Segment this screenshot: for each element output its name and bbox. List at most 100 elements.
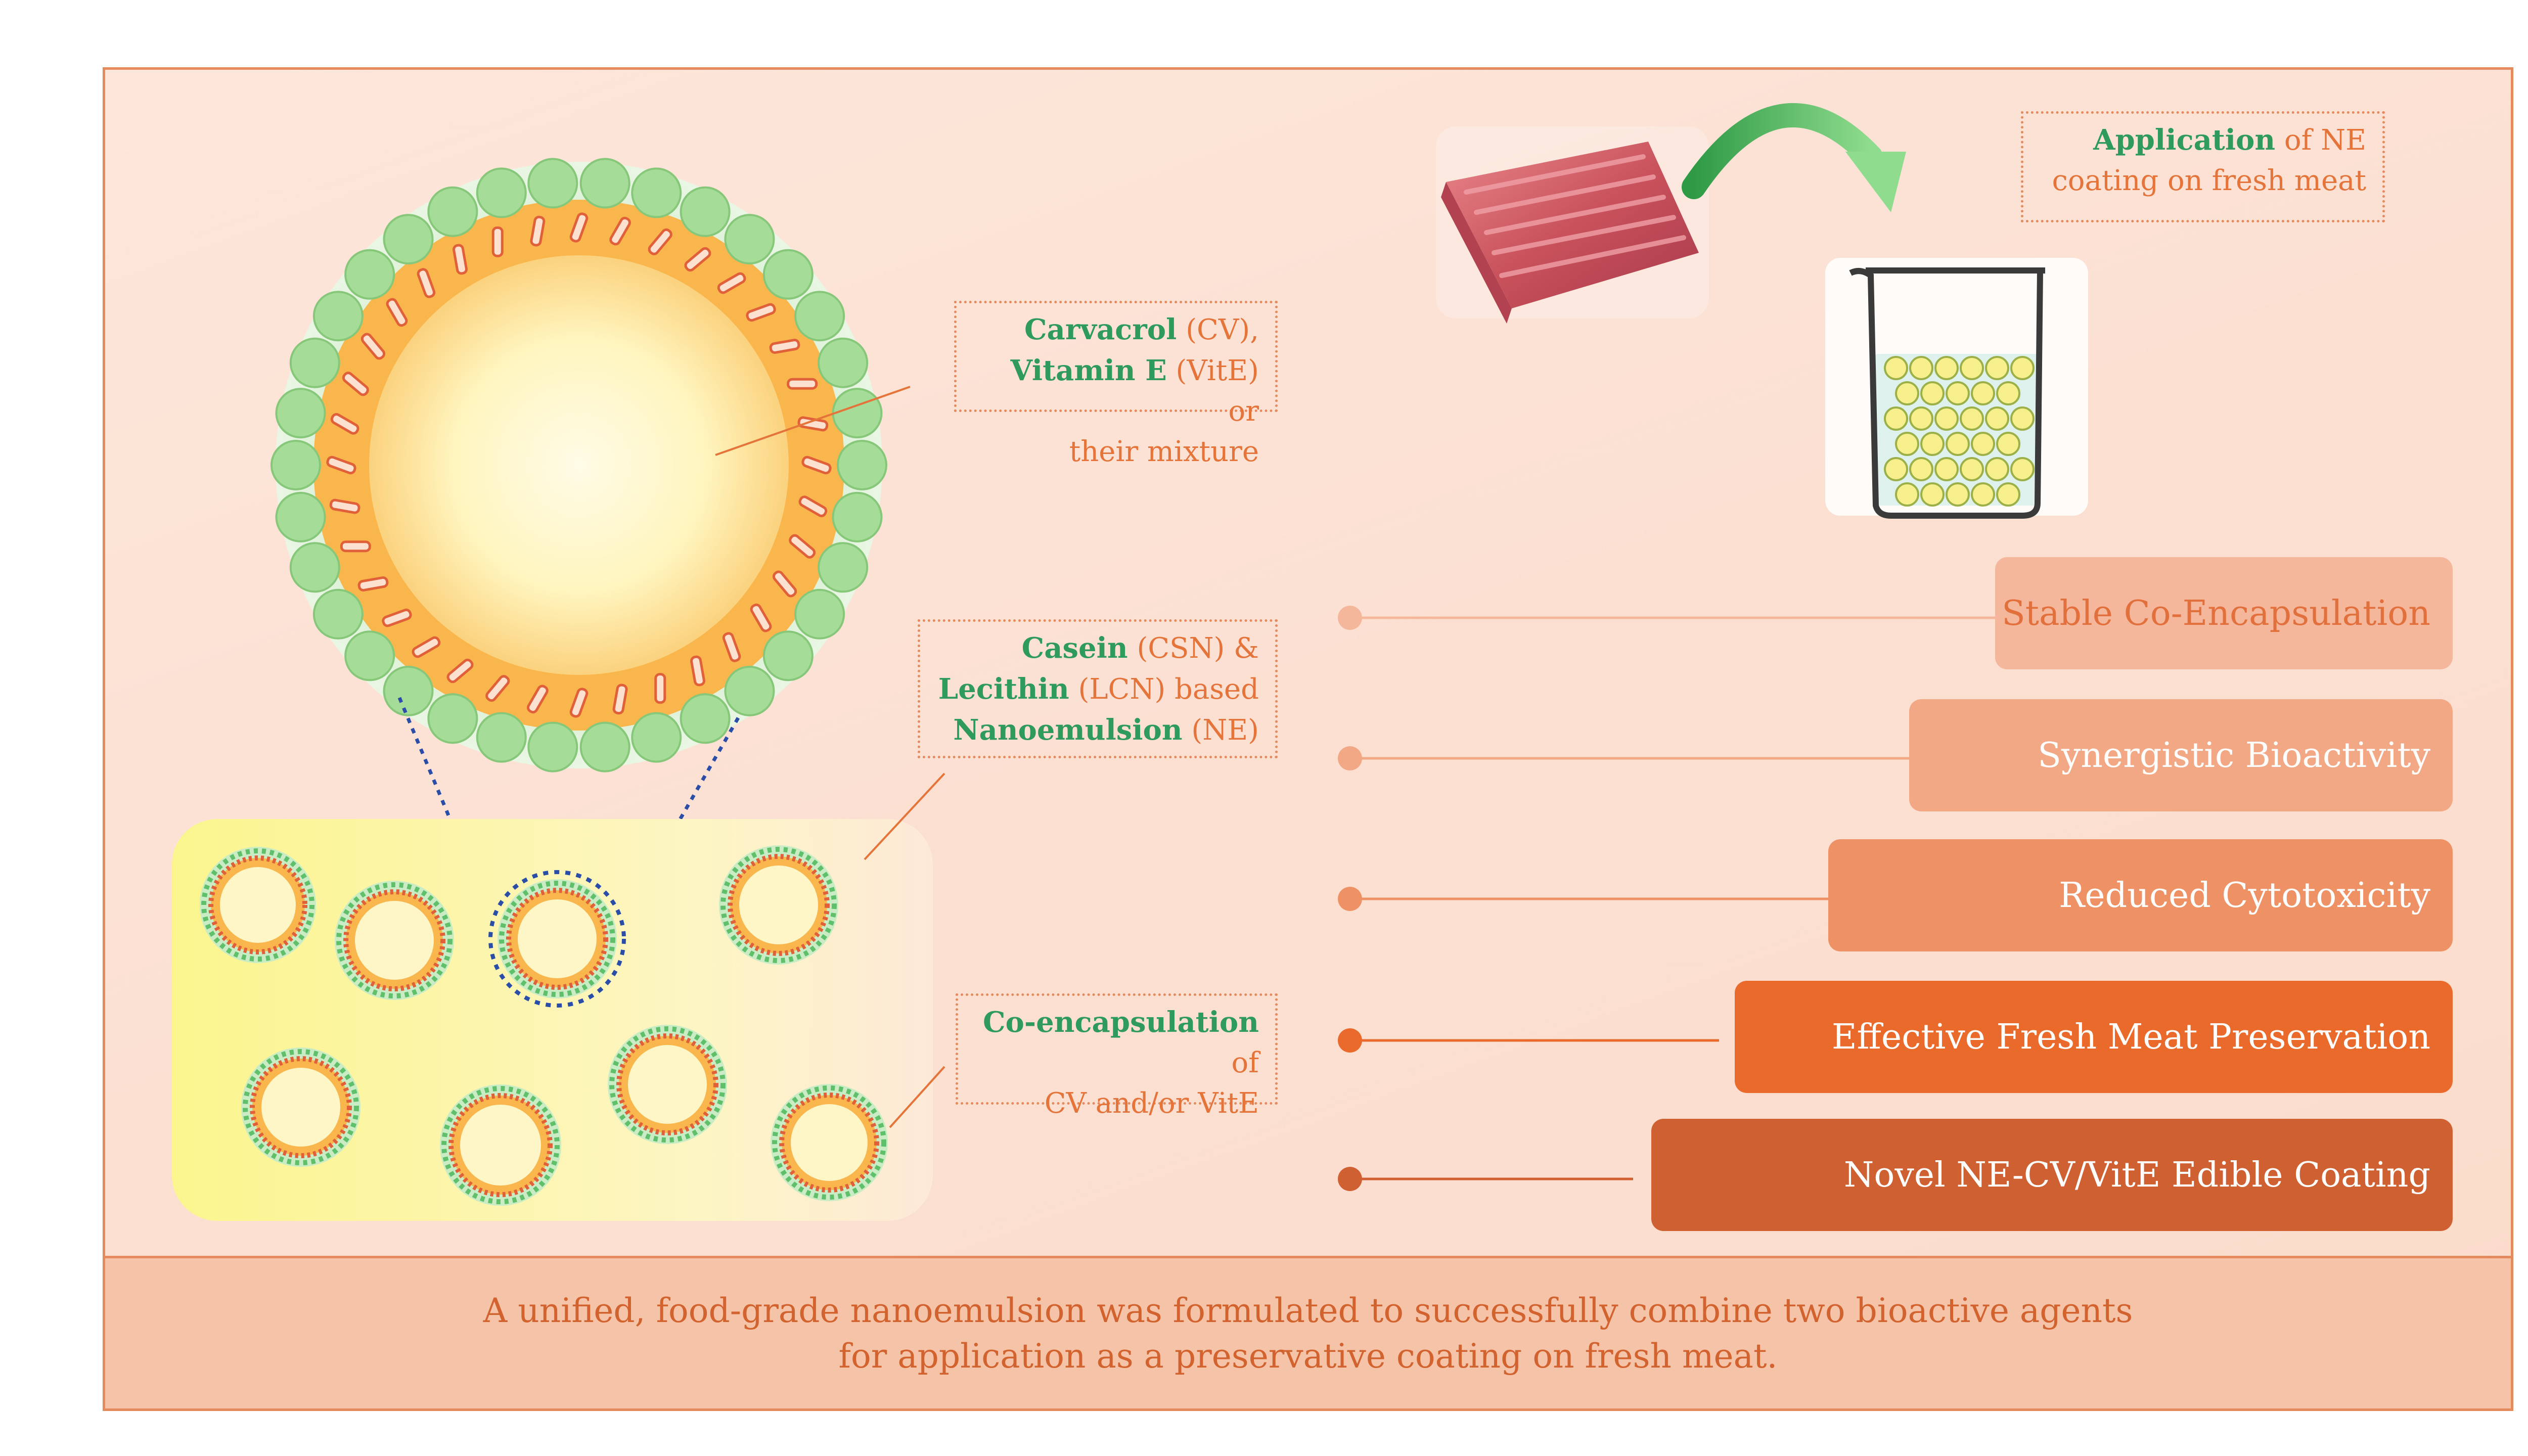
nanoemulsion-droplet: [771, 1084, 888, 1201]
lipid-tail: [789, 534, 816, 559]
lipid-tail: [772, 570, 797, 598]
lipid-tail: [797, 416, 829, 432]
hydrophilic-head: [527, 158, 578, 209]
lipid-tail: [453, 244, 468, 275]
lipid-tail: [412, 636, 441, 658]
lipid-tail: [485, 675, 510, 702]
lipid-tail: [527, 685, 549, 714]
lipid-tail: [684, 247, 711, 272]
leader-shell: [864, 772, 945, 860]
lipid-tail: [386, 298, 408, 327]
lipid-tail: [491, 226, 504, 257]
nanoemulsion-droplet: [335, 881, 454, 1000]
lipid-tail: [690, 655, 705, 687]
hydrophilic-head: [818, 542, 869, 593]
nanoemulsion-droplet: [498, 879, 617, 998]
nanoemulsion-droplet: [608, 1025, 727, 1144]
lipid-tail: [382, 608, 412, 627]
hydrophilic-head: [289, 542, 340, 593]
droplet-group: [200, 845, 888, 1206]
hydrophilic-head: [275, 388, 326, 439]
outcome-label: Reduced Cytotoxicity: [2059, 875, 2430, 916]
lipid-tail: [654, 673, 666, 704]
hydrophilic-head: [312, 588, 364, 640]
lipid-tail: [569, 688, 589, 718]
lipid-tail: [717, 272, 746, 294]
outcome-connector-dot: [1338, 887, 1362, 911]
hydrophilic-head: [427, 186, 478, 237]
lipid-tail: [342, 372, 369, 396]
fresh-meat-image: [1436, 126, 1709, 324]
hydrophilic-head: [579, 721, 630, 772]
outcome-connector-dot: [1338, 1028, 1362, 1053]
hydrophilic-head: [383, 214, 434, 265]
outcome-connectors: [1338, 606, 2005, 1191]
hydrophilic-head: [344, 249, 395, 300]
shell-annotation: Casein (CSN) & Lecithin (LCN) based Nano…: [918, 619, 1278, 758]
hydrophilic-head: [837, 440, 887, 490]
hydrophilic-head: [344, 630, 395, 681]
hydrophilic-head: [832, 491, 883, 542]
hydrophilic-head: [476, 167, 527, 218]
zoom-circle: [488, 870, 626, 1008]
lipid-tail: [530, 215, 546, 247]
lipid-tail: [612, 684, 628, 715]
lipid-tail: [769, 339, 800, 354]
hydrophilic-head: [724, 214, 775, 265]
process-arrow-icon: [1682, 103, 1906, 212]
outcome-connector-dot: [1338, 606, 1362, 630]
hydrophilic-head: [383, 665, 434, 716]
outcome-label: Effective Fresh Meat Preservation: [1831, 1017, 2430, 1057]
outcome-bar-coating: Novel NE-CV/VitE Edible Coating: [1651, 1119, 2453, 1231]
lipid-tail: [417, 268, 436, 298]
leader-core: [715, 386, 911, 456]
lipid-tail: [360, 333, 386, 360]
hydrophilic-head: [289, 337, 340, 388]
hydrophilic-head: [794, 588, 845, 640]
hydrophilic-head: [762, 249, 814, 300]
hydrophilic-head: [794, 291, 845, 342]
hydrophilic-head: [724, 665, 775, 716]
lipid-tail: [357, 576, 389, 592]
nanoemulsion-droplet-zoom: [270, 158, 887, 772]
nanoemulsion-droplet: [200, 847, 316, 963]
nanoemulsion-droplet: [719, 845, 838, 965]
lipid-tail: [329, 498, 360, 514]
outcome-bar-synergistic: Synergistic Bioactivity: [1909, 699, 2453, 811]
nanoemulsion-droplet: [241, 1048, 360, 1167]
lipid-tail: [722, 632, 741, 662]
hydrophilic-head: [427, 693, 478, 744]
lipid-tail: [330, 413, 359, 435]
lipid-tail: [648, 228, 672, 255]
lipid-tail: [326, 456, 356, 475]
outcome-label: Stable Co-Encapsulation: [2002, 593, 2430, 633]
summary-line-1: A unified, food-grade nanoemulsion was f…: [483, 1291, 2133, 1330]
lipid-tail: [750, 603, 772, 632]
outcome-bar-stable: Stable Co-Encapsulation: [1995, 557, 2453, 669]
hydrophilic-head: [270, 440, 321, 490]
hydrophilic-head: [680, 693, 731, 744]
lipid-tail: [787, 378, 818, 390]
hydrophilic-head: [579, 158, 630, 209]
nanoemulsion-droplet: [440, 1084, 561, 1206]
hydrophilic-head: [818, 337, 869, 388]
summary-line-2: for application as a preservative coatin…: [838, 1336, 1778, 1376]
hydrophilic-head: [832, 388, 883, 439]
outcome-label: Synergistic Bioactivity: [2038, 735, 2430, 776]
hydrophilic-head: [631, 167, 682, 218]
lipid-tail: [340, 540, 371, 553]
hydrophilic-head: [476, 712, 527, 763]
outcome-bar-preservation: Effective Fresh Meat Preservation: [1735, 981, 2453, 1093]
core-annotation: Carvacrol (CV), Vitamin E (VitE) or thei…: [954, 301, 1278, 468]
hydrophilic-head: [762, 630, 814, 681]
outcome-connector-dot: [1338, 1167, 1362, 1191]
hydrophilic-head: [527, 721, 578, 772]
hydrophilic-head: [312, 291, 364, 342]
application-annotation: Application of NE coating on fresh meat: [2021, 111, 2385, 222]
lipid-tail: [798, 495, 828, 517]
lipid-tail: [746, 303, 776, 322]
outcome-bar-cytotoxicity: Reduced Cytotoxicity: [1828, 839, 2453, 951]
leader-coencap: [889, 1066, 945, 1128]
beaker-icon: [1825, 258, 2088, 519]
